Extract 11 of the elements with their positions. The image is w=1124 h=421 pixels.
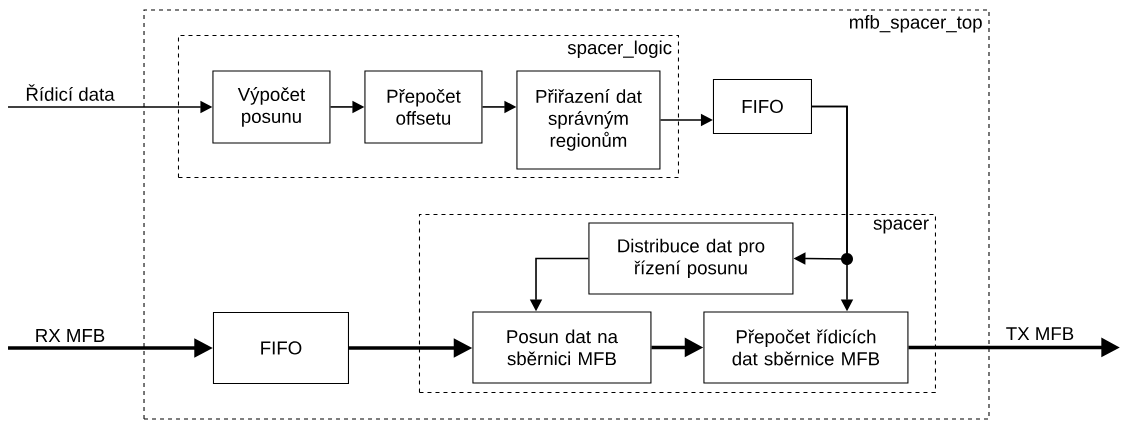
signal-label: Řídicí data <box>26 84 115 101</box>
process-box: Distribuce dat pro řízení posunu <box>588 222 794 295</box>
signal-label: TX MFB <box>1006 327 1074 341</box>
process-box: Výpočet posunu <box>212 70 331 144</box>
process-box: Posun dat na sběrnici MFB <box>472 311 652 384</box>
process-box: FIFO <box>712 78 812 134</box>
process-box: FIFO <box>212 311 349 384</box>
signal-label: RX MFB <box>36 329 105 342</box>
process-box: Přiřazení dat správným regionům <box>516 70 661 170</box>
process-box: Přepočet řídicích dat sběrnice MFB <box>703 311 909 384</box>
process-box: Přepočet offsetu <box>364 70 483 144</box>
